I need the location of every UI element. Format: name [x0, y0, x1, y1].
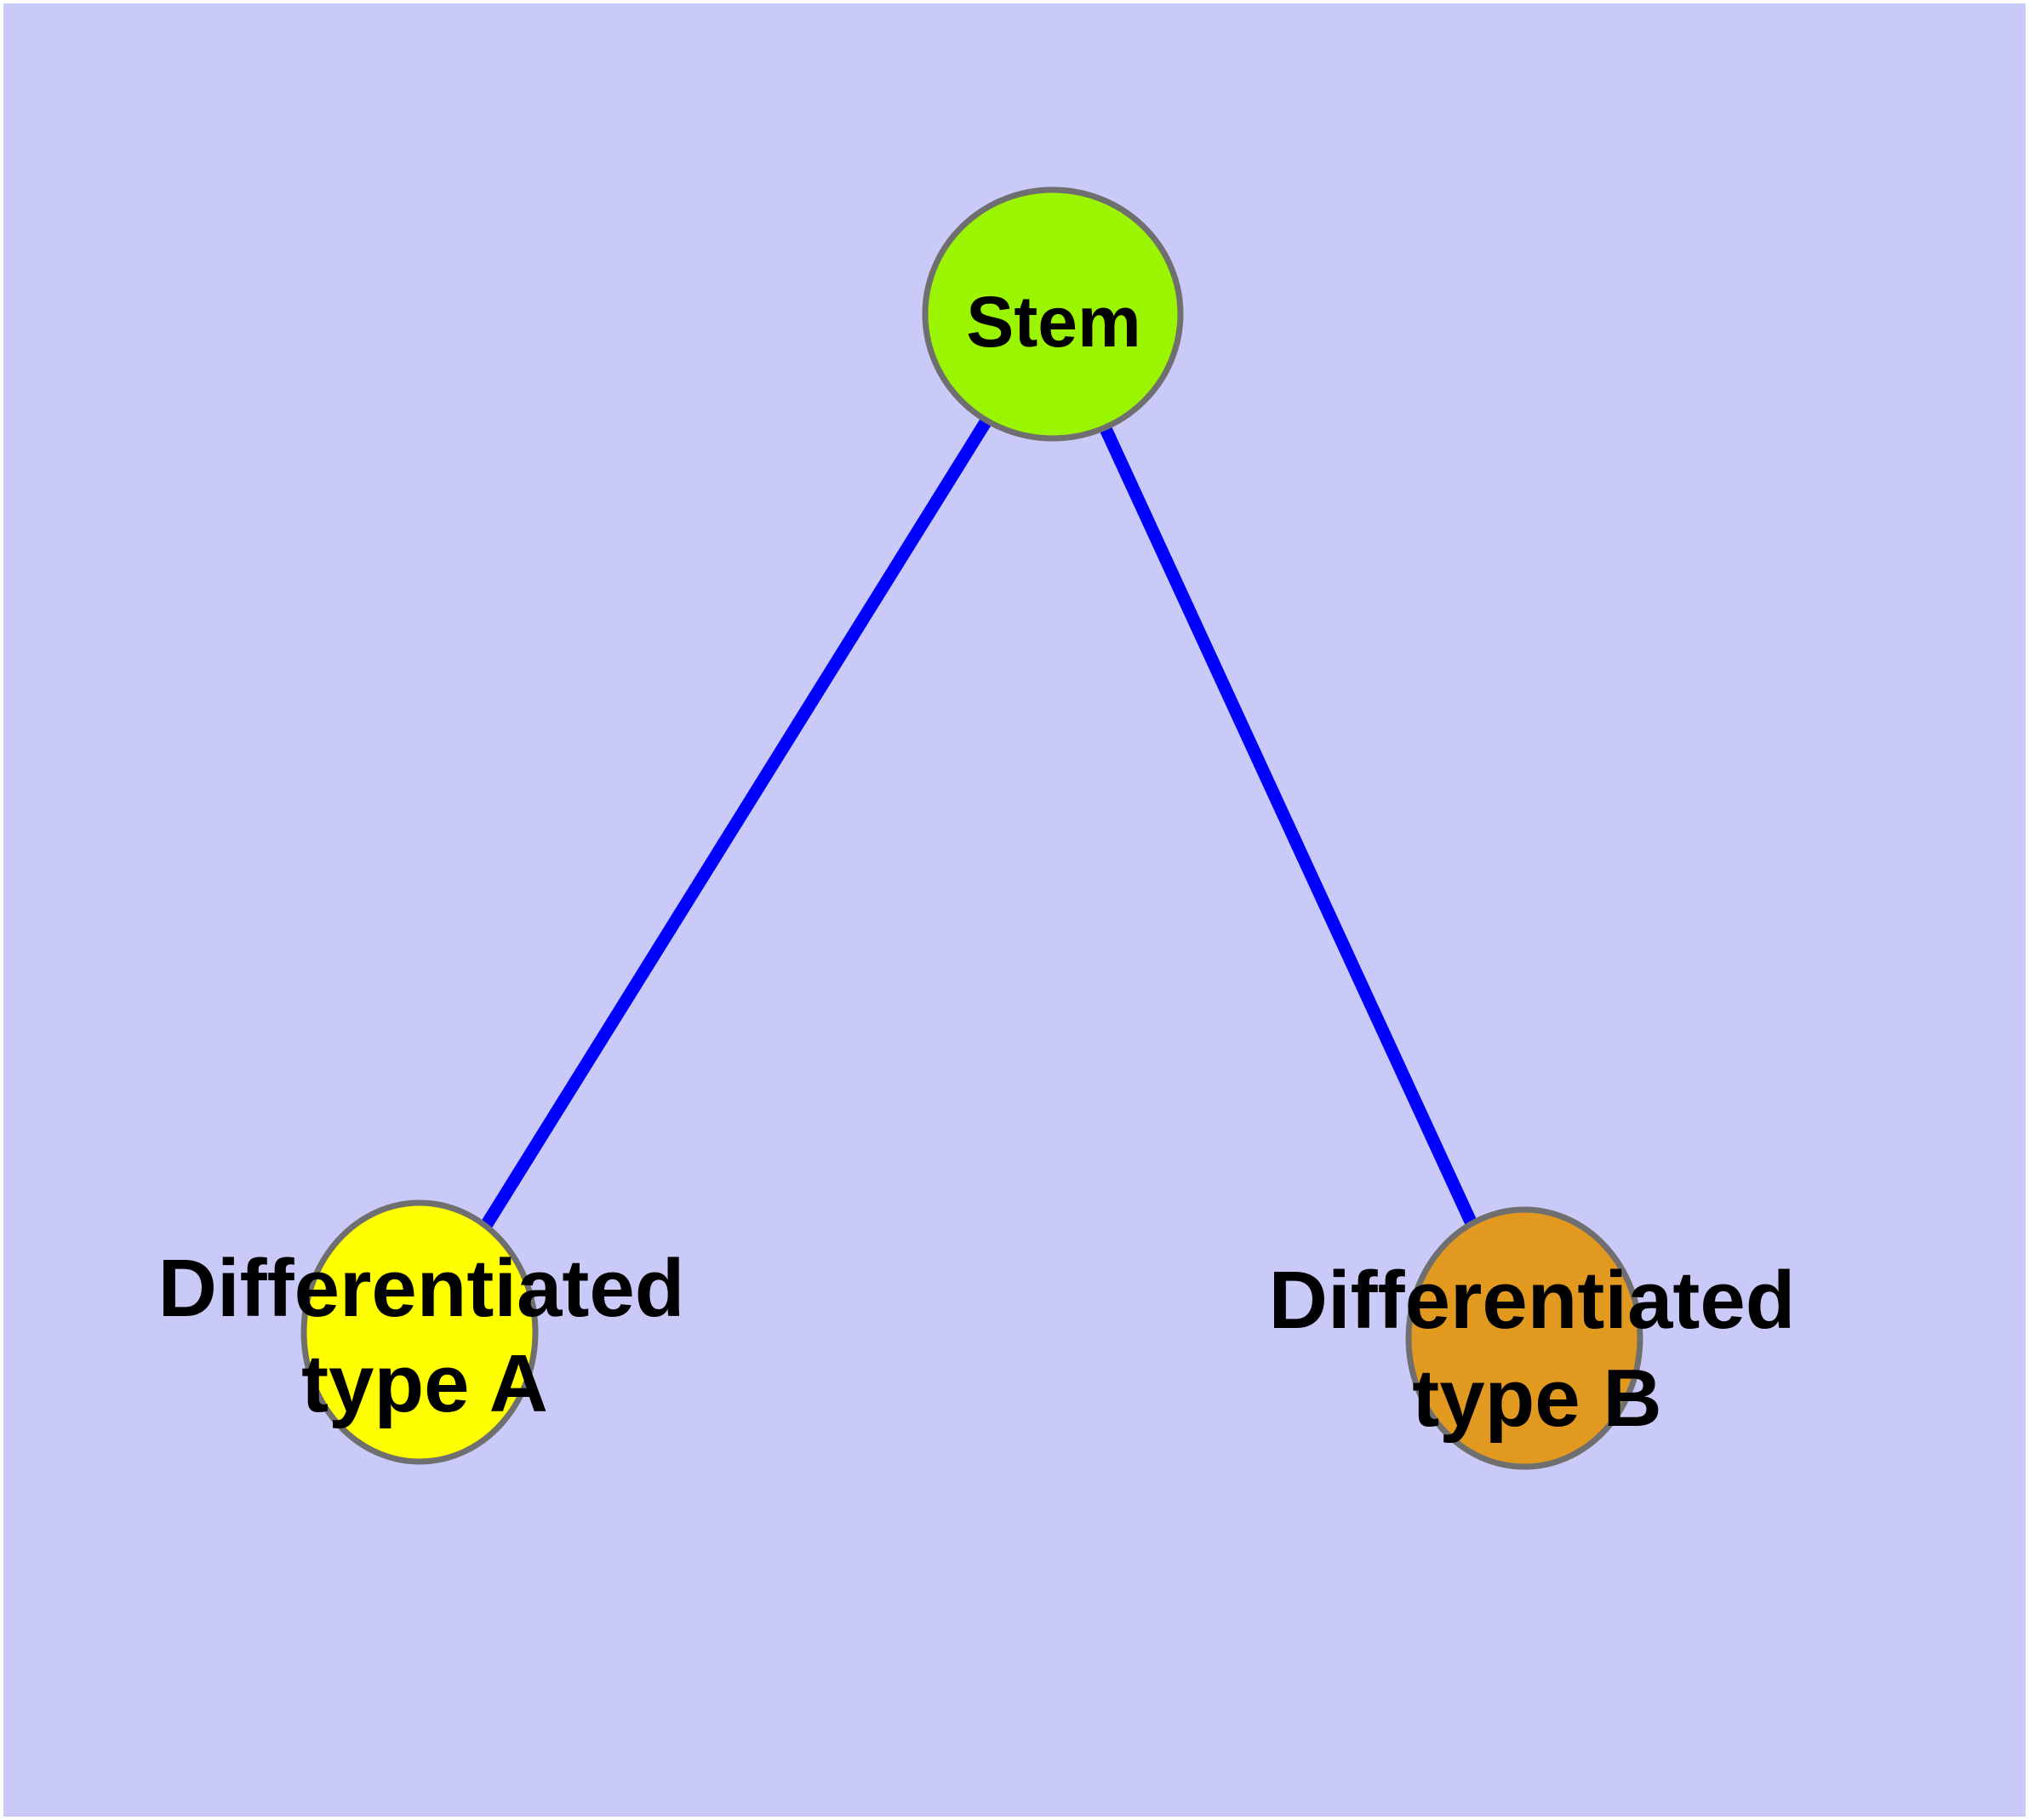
node-differentiated-type-b: [1405, 1206, 1643, 1470]
node-label-type-b-line1: Differentiated: [1269, 1255, 1796, 1346]
edge-stem-to-type-b: [1047, 311, 1530, 1342]
node-label-type-a-line2: type A: [301, 1338, 548, 1429]
node-label-type-b-line2: type B: [1412, 1353, 1661, 1444]
node-label-stem: Stem: [966, 282, 1140, 362]
node-differentiated-type-a: [300, 1199, 539, 1465]
node-label-type-a-line1: Differentiated: [158, 1243, 685, 1334]
node-stem: [922, 186, 1184, 442]
edge-stem-to-type-a: [414, 311, 1059, 1336]
